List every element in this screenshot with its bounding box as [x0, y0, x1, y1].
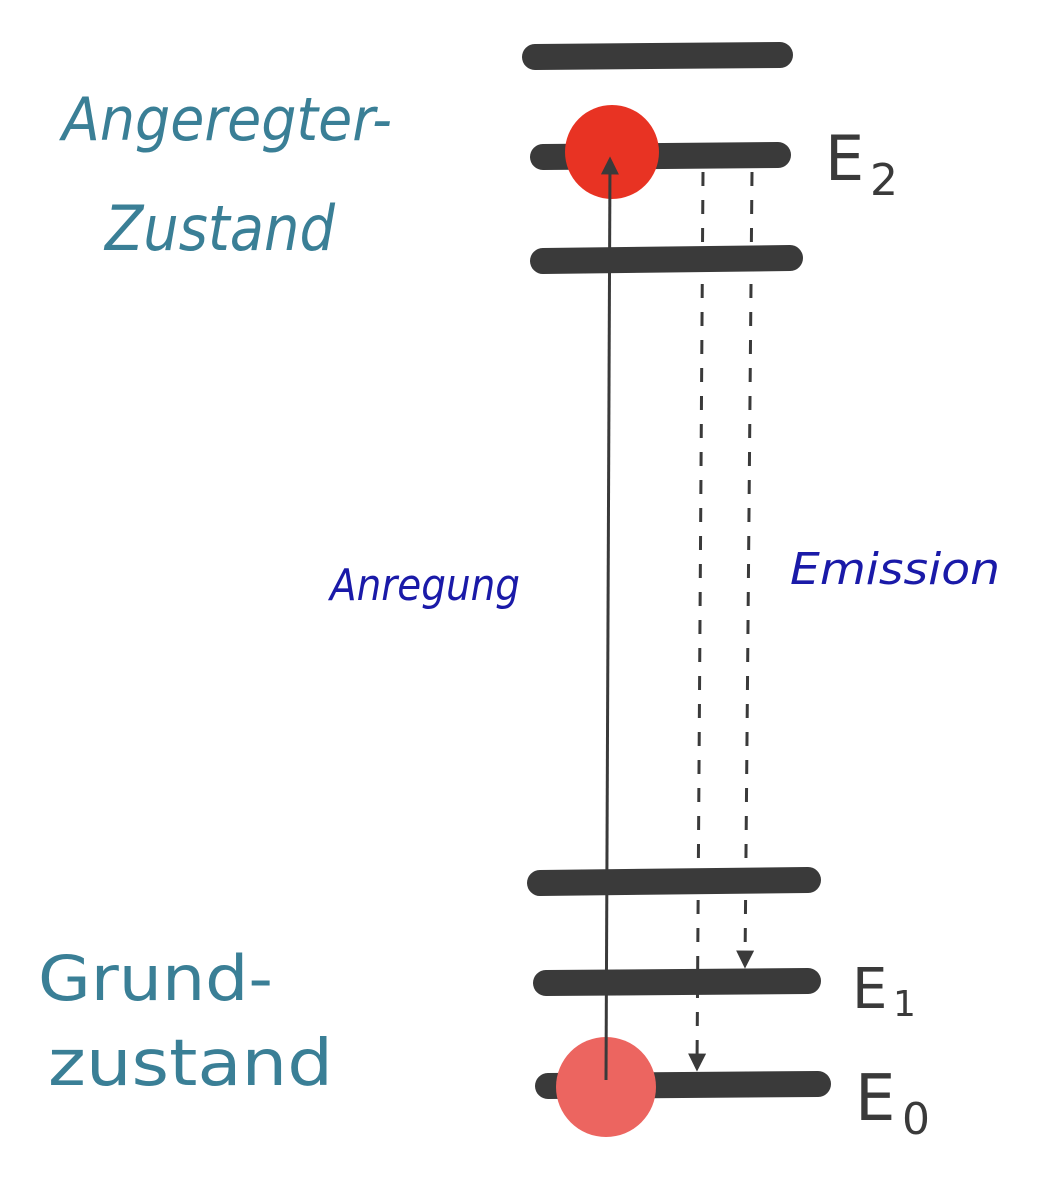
ground-state-label-line2: zustand [48, 1027, 333, 1101]
excited-electron [565, 105, 659, 199]
label-e2: E 2 [825, 122, 898, 206]
emission-arrow-to-e0 [688, 171, 707, 1072]
excited-state-label-line1: Angeregter- [58, 85, 392, 155]
ground-electron [556, 1037, 656, 1137]
energy-levels [522, 42, 831, 1099]
label-e1-subscript: 1 [893, 984, 916, 1025]
excitation-arrow [600, 156, 619, 1081]
label-e2-letter: E [825, 122, 864, 195]
level-bar-upper-third [530, 245, 803, 274]
label-e2-subscript: 2 [870, 155, 898, 206]
excitation-label: Anregung [327, 560, 520, 611]
level-bar-lower-third [527, 867, 821, 896]
level-bar-top [522, 42, 793, 70]
label-e1-letter: E [852, 957, 887, 1022]
excited-state-label-line2: Zustand [103, 192, 335, 265]
label-e1: E 1 [852, 957, 916, 1025]
label-e0-subscript: 0 [902, 1094, 930, 1145]
label-e0-letter: E [855, 1062, 895, 1136]
ground-state-label-line1: Grund- [38, 942, 273, 1015]
label-e0: E 0 [855, 1062, 930, 1145]
emission-label: Emission [790, 544, 1000, 595]
emission-arrow-to-e1 [736, 171, 755, 969]
level-bar-e1 [533, 968, 821, 996]
